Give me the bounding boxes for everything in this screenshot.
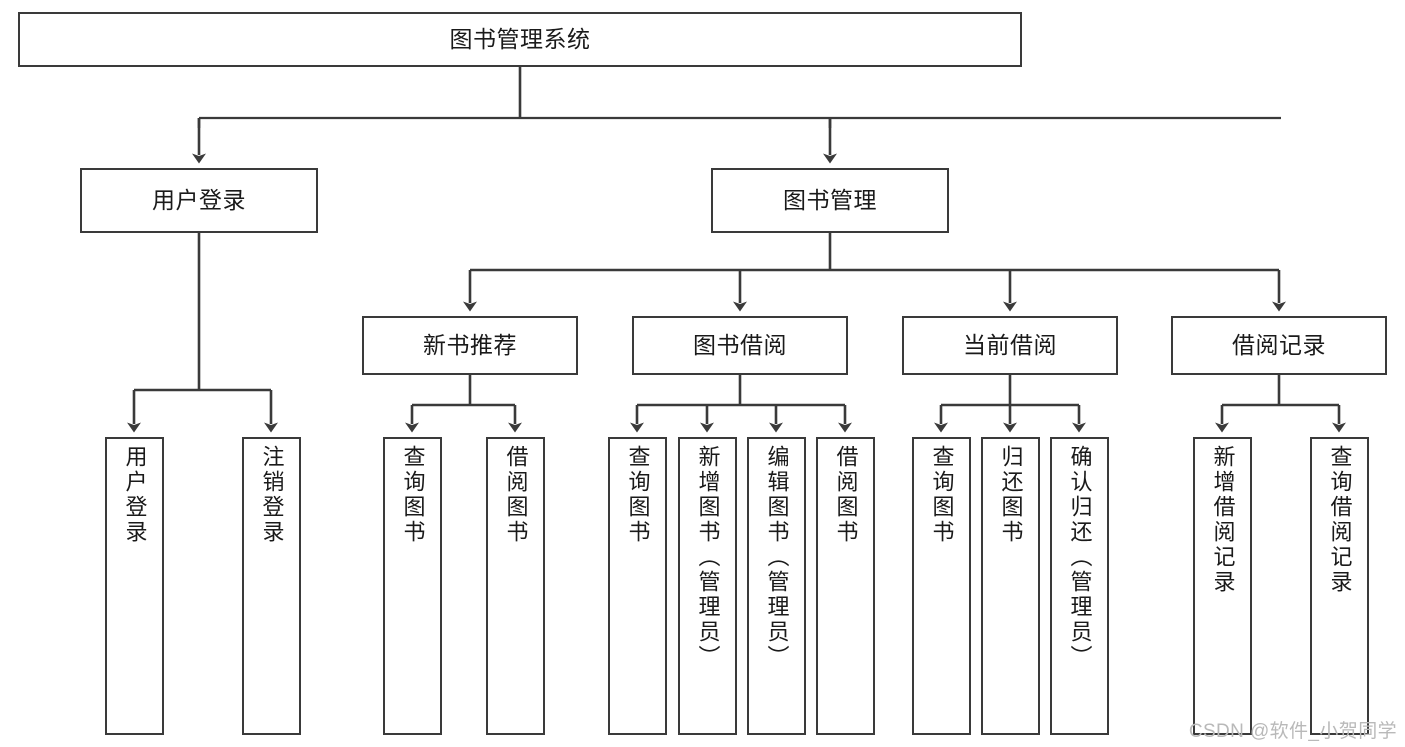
node-root-system[interactable]: 图书管理系统 [18, 12, 1022, 67]
node-label: 注销登录 [259, 445, 285, 545]
node-label: 图书管理系统 [449, 25, 591, 52]
node-label: 借阅记录 [1232, 331, 1326, 358]
leaf-record-add-record[interactable]: 新增借阅记录 [1193, 437, 1252, 735]
node-label: 新增借阅记录 [1210, 445, 1236, 595]
leaf-record-query-record[interactable]: 查询借阅记录 [1310, 437, 1369, 735]
node-label: 图书借阅 [693, 331, 787, 358]
node-label: 当前借阅 [963, 331, 1057, 358]
node-user-login[interactable]: 用户登录 [80, 168, 318, 233]
node-book-management[interactable]: 图书管理 [711, 168, 949, 233]
leaf-user-login-logout[interactable]: 注销登录 [242, 437, 301, 735]
node-label: 借阅图书 [503, 445, 529, 545]
leaf-borrow-add-book-admin[interactable]: 新增图书（管理员） [678, 437, 737, 735]
leaf-recommend-query-book[interactable]: 查询图书 [383, 437, 442, 735]
csdn-watermark: CSDN @软件_小贺同学 [1188, 721, 1397, 742]
node-label: 查询图书 [625, 445, 651, 545]
node-borrow-record[interactable]: 借阅记录 [1171, 316, 1387, 375]
node-current-borrow[interactable]: 当前借阅 [902, 316, 1118, 375]
node-label: 归还图书 [998, 445, 1024, 545]
node-label: 借阅图书 [833, 445, 859, 545]
node-label: 新增图书（管理员） [695, 445, 721, 670]
leaf-current-query-book[interactable]: 查询图书 [912, 437, 971, 735]
node-label: 查询借阅记录 [1327, 445, 1353, 595]
leaf-borrow-borrow-book[interactable]: 借阅图书 [816, 437, 875, 735]
leaf-borrow-edit-book-admin[interactable]: 编辑图书（管理员） [747, 437, 806, 735]
node-label: 新书推荐 [423, 331, 517, 358]
leaf-current-return-book[interactable]: 归还图书 [981, 437, 1040, 735]
node-label: 查询图书 [929, 445, 955, 545]
node-book-borrow[interactable]: 图书借阅 [632, 316, 848, 375]
leaf-current-confirm-return-admin[interactable]: 确认归还（管理员） [1050, 437, 1109, 735]
node-label: 编辑图书（管理员） [764, 445, 790, 670]
node-label: 查询图书 [400, 445, 426, 545]
node-new-book-recommend[interactable]: 新书推荐 [362, 316, 578, 375]
leaf-borrow-query-book[interactable]: 查询图书 [608, 437, 667, 735]
leaf-recommend-borrow-book[interactable]: 借阅图书 [486, 437, 545, 735]
leaf-user-login-login[interactable]: 用户登录 [105, 437, 164, 735]
node-label: 用户登录 [122, 445, 148, 545]
node-label: 图书管理 [783, 186, 877, 213]
node-label: 确认归还（管理员） [1067, 445, 1093, 670]
node-label: 用户登录 [152, 186, 246, 213]
